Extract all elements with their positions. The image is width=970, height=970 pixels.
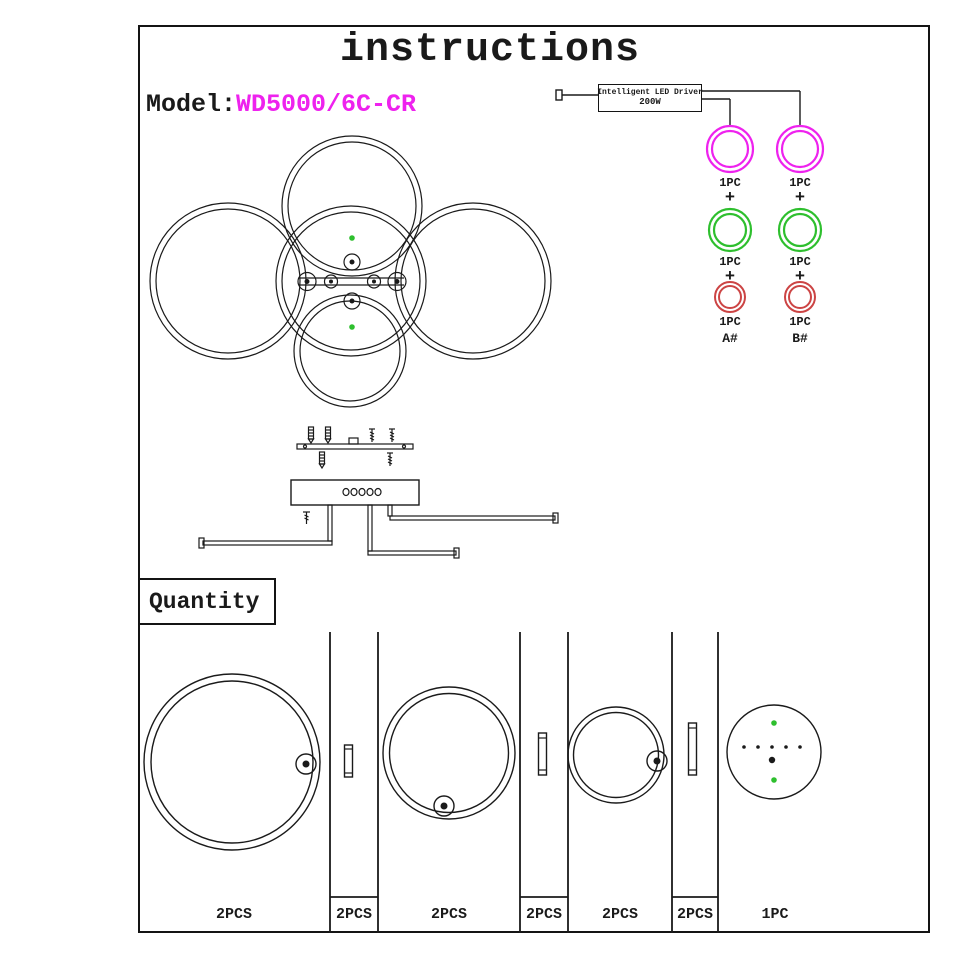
quantity-table-grid [329, 632, 719, 933]
mounting-hardware-drawing [296, 426, 414, 470]
qty-red-b: 1PC [789, 315, 811, 329]
driver-wiring-diagram [555, 89, 801, 125]
qty-green-a: 1PC [719, 255, 741, 269]
page-title: instructions [339, 28, 641, 73]
wall-anchor-icon [307, 426, 315, 445]
part-medium-ring-drawing [382, 686, 516, 820]
screw-icon [369, 428, 375, 442]
led-driver-power: 200W [639, 97, 661, 108]
qty-red-a: 1PC [719, 315, 741, 329]
plus-sign: + [724, 268, 736, 287]
qty-medium-ring: 2PCS [430, 906, 467, 923]
qty-ceiling-plate: 1PC [761, 906, 789, 923]
ring-magenta-b-icon [775, 124, 825, 174]
part-short-rod-drawing [687, 722, 698, 776]
screw-icon [387, 452, 393, 466]
model-line: Model:WD5000/6C-CR [146, 90, 416, 119]
qty-long-rod: 2PCS [335, 906, 372, 923]
qty-green-b: 1PC [789, 255, 811, 269]
screw-icon [303, 511, 310, 524]
qty-small-ring: 2PCS [601, 906, 638, 923]
model-label: Model: [146, 90, 237, 119]
group-a-label: A# [722, 331, 738, 346]
wall-anchor-icon [324, 426, 332, 445]
part-ceiling-plate-drawing [726, 704, 822, 800]
page-border [138, 25, 930, 933]
plus-sign: + [724, 189, 736, 208]
ring-red-a-icon [714, 281, 746, 313]
part-long-rod-drawing [343, 744, 354, 778]
ring-green-a-icon [707, 207, 753, 253]
led-driver-name: Intelligent LED Driver [597, 88, 703, 98]
lamp-top-view-drawing [149, 135, 552, 408]
ring-magenta-a-icon [705, 124, 755, 174]
lamp-side-view-drawing [198, 479, 559, 559]
qty-magenta-a: 1PC [719, 176, 741, 190]
ring-green-b-icon [777, 207, 823, 253]
qty-medium-rod: 2PCS [525, 906, 562, 923]
qty-magenta-b: 1PC [789, 176, 811, 190]
plus-sign: + [794, 189, 806, 208]
part-large-ring-drawing [143, 673, 321, 851]
led-driver-box: Intelligent LED Driver 200W [597, 84, 703, 112]
qty-short-rod: 2PCS [676, 906, 713, 923]
ring-red-b-icon [784, 281, 816, 313]
group-b-label: B# [792, 331, 808, 346]
part-small-ring-drawing [567, 706, 668, 804]
quantity-header-box: Quantity [138, 578, 276, 625]
qty-large-ring: 2PCS [215, 906, 252, 923]
wall-anchor-icon [318, 451, 326, 470]
model-number: WD5000/6C-CR [236, 90, 417, 119]
screw-icon [389, 428, 395, 442]
part-medium-rod-drawing [537, 732, 548, 776]
plus-sign: + [794, 268, 806, 287]
quantity-header-label: Quantity [149, 588, 260, 615]
